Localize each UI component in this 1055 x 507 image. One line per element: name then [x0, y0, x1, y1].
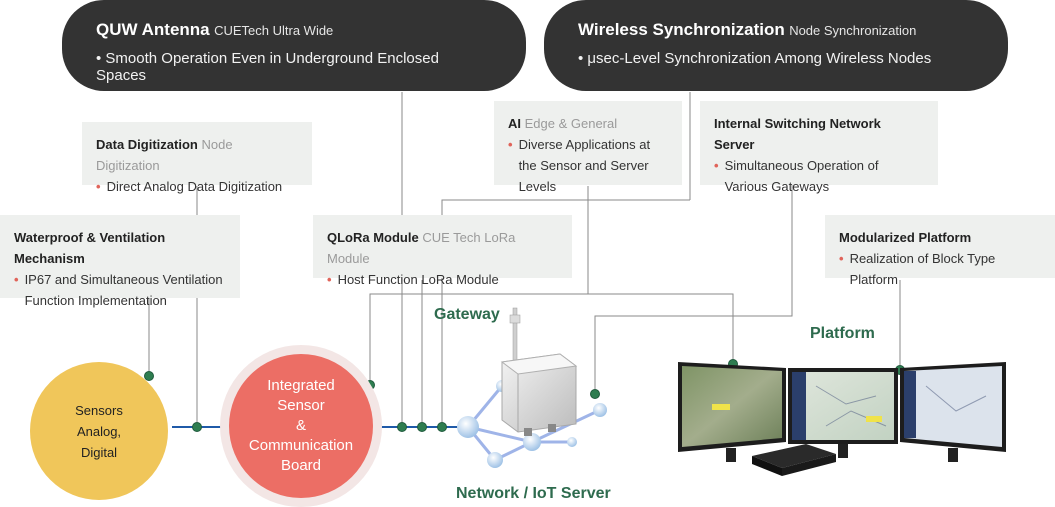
board-text: Integrated [267, 377, 335, 394]
box-data-digitization: Data Digitization Node Digitization • Dir… [82, 122, 312, 194]
box-bullet: Diverse Applications at the Sensor and S… [518, 137, 651, 194]
bullet-dot: • [96, 179, 101, 194]
board-text: Sensor [277, 397, 325, 414]
box-subtitle: Node Digitization [96, 137, 233, 173]
box-title: Internal Switching Network Server [714, 116, 881, 152]
sensors-text: Analog, [76, 423, 122, 439]
pill-subtitle: Node Synchronization [789, 23, 917, 38]
bullet-dot: • [327, 272, 332, 287]
pill-bullet: • Smooth Operation Even in Underground E… [96, 50, 439, 84]
box-waterproof: Waterproof & Ventilation Mechanism • IP67… [0, 215, 240, 308]
box-title: AI [508, 116, 521, 131]
junction-dot [397, 422, 407, 432]
box-modularized-platform: Modularized Platform • Realization of Blo… [825, 215, 1055, 287]
bullet-dot: • [508, 137, 513, 152]
pill-title: QUW Antenna [96, 20, 210, 39]
box-title: Waterproof & Ventilation Mechanism [14, 230, 166, 266]
sensors-text: Digital [80, 444, 118, 460]
board-text: Communication [248, 437, 354, 454]
label-network-iot-server: Network / IoT Server [456, 485, 611, 502]
sensors-text: Sensors [75, 402, 123, 418]
junction-dot [417, 422, 427, 432]
gateway-device-icon [500, 307, 578, 436]
bullet-dot: • [714, 158, 719, 173]
bullet-dot: • [14, 272, 19, 287]
board-ring: Integrated Sensor & Communication Board [220, 345, 382, 507]
board-text: Board [280, 457, 322, 474]
label-gateway: Gateway [434, 306, 500, 323]
network-nodes-icon [457, 307, 607, 468]
bullet-dot: • [839, 251, 844, 266]
box-title: Data Digitization [96, 137, 198, 152]
server-box-icon [752, 444, 836, 476]
pill-quw-antenna: QUW Antenna CUETech Ultra Wide • Smooth … [62, 0, 526, 91]
box-bullet: Direct Analog Data Digitization [106, 179, 283, 194]
box-internal-switching: Internal Switching Network Server • Simul… [700, 101, 938, 194]
box-ai: AI Edge & General • Diverse Applications … [494, 101, 682, 194]
board-circle: Integrated Sensor & Communication Board [229, 354, 373, 498]
box-title: Modularized Platform [839, 230, 972, 245]
box-qlora-module: QLoRa Module CUE Tech LoRa Module • Host … [313, 215, 572, 287]
junction-dot [144, 371, 154, 381]
pill-bullet: • μsec-Level Synchronization Among Wirel… [578, 50, 932, 67]
junction-dot [192, 422, 202, 432]
board-text: & [295, 417, 306, 434]
monitor-array-icon [678, 362, 1006, 476]
box-bullet: Simultaneous Operation of Various Gatewa… [724, 158, 879, 194]
junction-dot [590, 389, 600, 399]
label-platform: Platform [810, 325, 875, 342]
junction-dot [437, 422, 447, 432]
box-subtitle: Edge & General [524, 116, 618, 131]
pill-title: Wireless Synchronization [578, 20, 785, 39]
box-bullet: Realization of Block Type Platform [849, 251, 996, 287]
sensors-circle: Sensors Analog, Digital [30, 362, 168, 500]
box-bullet: IP67 and Simultaneous Ventilation Functi… [24, 272, 223, 308]
box-subtitle: CUE Tech LoRa Module [327, 230, 516, 266]
pill-wireless-sync: Wireless Synchronization Node Synchroniz… [544, 0, 1008, 91]
box-title: QLoRa Module [327, 230, 419, 245]
box-bullet: Host Function LoRa Module [337, 272, 499, 287]
pill-subtitle: CUETech Ultra Wide [214, 23, 334, 38]
